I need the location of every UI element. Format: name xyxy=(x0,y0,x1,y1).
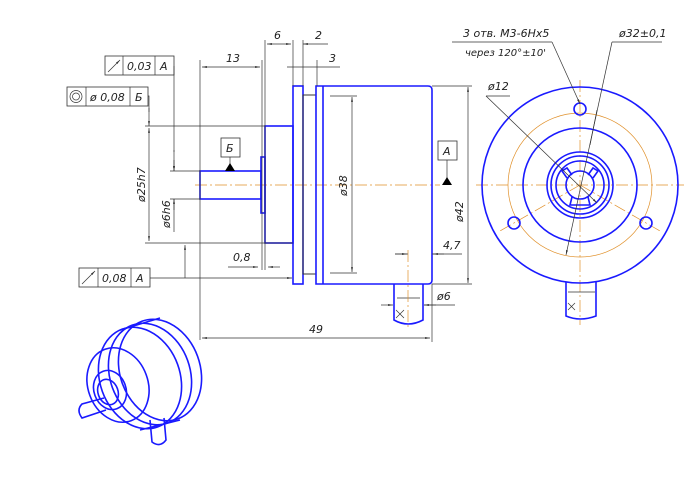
tol-datum: A xyxy=(135,272,144,285)
dim-6h6: ø6h6 xyxy=(160,200,173,229)
dim-42: ø42 xyxy=(453,201,466,223)
datum-b: Б xyxy=(220,137,241,171)
hub xyxy=(264,125,294,244)
isometric-view xyxy=(78,317,203,446)
tolerance-frame-1: 0,03 A xyxy=(104,55,175,171)
dim-2: 2 xyxy=(315,29,322,42)
dim-4-7: 4,7 xyxy=(443,239,461,252)
side-view xyxy=(195,85,440,330)
tol-value: 0,03 xyxy=(127,60,152,73)
front-view: 3 отв. M3-6Hx5 через 120°±10' ø32±0,1 ø1… xyxy=(452,27,684,325)
dim-6-connector: ø6 xyxy=(436,290,451,303)
dim-3: 3 xyxy=(329,52,336,65)
connector xyxy=(393,284,424,325)
dim-49: 49 xyxy=(309,323,323,336)
dim-6: 6 xyxy=(274,29,281,42)
note-holes-line1: 3 отв. M3-6Hx5 xyxy=(463,27,549,40)
dim-25h7: ø25h7 xyxy=(135,167,148,203)
body xyxy=(315,85,433,285)
dim-32: ø32±0,1 xyxy=(618,27,666,40)
datum-a-label: A xyxy=(442,145,451,158)
dim-38: ø38 xyxy=(337,175,350,197)
tol-value: 0,08 xyxy=(102,272,127,285)
tol-value: ø 0,08 xyxy=(89,91,125,104)
tol-datum: A xyxy=(159,60,168,73)
dim-12: ø12 xyxy=(487,80,509,93)
tolerance-frame-3: 0,08 A xyxy=(78,245,292,288)
note-holes-line2: через 120°±10' xyxy=(465,48,546,59)
dim-0-8: 0,8 xyxy=(233,251,251,264)
dim-13: 13 xyxy=(226,52,240,65)
datum-a: A xyxy=(437,140,458,185)
tol-datum: Б xyxy=(135,91,143,104)
tolerance-frame-2: ø 0,08 Б xyxy=(66,86,150,126)
dimensions: 13 6 2 3 0,8 ø25h7 ø6h6 ø38 ø42 4,7 ø6 4… xyxy=(135,29,472,342)
datum-b-label: Б xyxy=(226,142,234,155)
neck xyxy=(302,94,317,275)
